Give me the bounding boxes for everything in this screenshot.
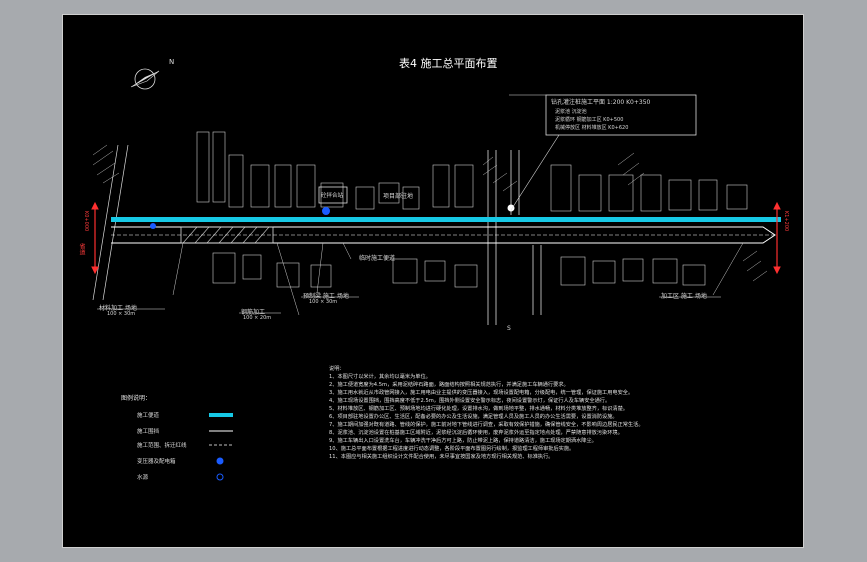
water-source-icon bbox=[150, 223, 156, 229]
callout-line: 泥浆循环 钢筋加工区 K0+500 bbox=[555, 117, 624, 123]
building-blocks bbox=[196, 131, 748, 288]
legend-title: 图例说明： bbox=[121, 395, 152, 402]
legend-samples bbox=[209, 413, 233, 481]
north-arrow-icon bbox=[130, 68, 160, 90]
note-line: 10、施工总平面布置根据工程进度进行动态调整，各阶段平面布置图另行绘制，报监理工… bbox=[329, 446, 575, 452]
south-label: S bbox=[507, 325, 511, 332]
callout-title: 钻孔灌注桩施工平面 1:200 K0+350 bbox=[551, 99, 651, 106]
alignment-boundary bbox=[111, 226, 776, 244]
marker-icon bbox=[507, 204, 515, 212]
yard-mid-size: 100 × 30m bbox=[309, 299, 338, 305]
right-km-label: K1+200 bbox=[783, 211, 789, 232]
callout-line: 泥浆池 沉淀池 bbox=[555, 109, 587, 115]
north-label: N bbox=[169, 58, 175, 66]
legend-item: 施工围挡 bbox=[137, 429, 160, 435]
mixing-station-box bbox=[318, 186, 348, 204]
leader-lines bbox=[172, 242, 744, 316]
note-line: 11、本图应与相关施工组织设计文件配合使用，未尽事宜按国家及地方现行相关规范、标… bbox=[329, 454, 554, 460]
construction-road bbox=[111, 217, 781, 222]
note-line: 8、泥浆池、沉淀池设置在桩基施工区域附近，泥浆经沉淀后循环使用，废弃泥浆外运至指… bbox=[329, 430, 623, 436]
drawing-sheet: 表4 施工总平面布置 N 钻孔灌注桩施工平面 1:200 K0+350 泥浆池 … bbox=[62, 14, 804, 548]
hatched-section bbox=[180, 226, 274, 244]
drawing-title: 表4 施工总平面布置 bbox=[399, 57, 498, 70]
note-line: 7、施工期间加强对既有道路、管线的保护，施工前对地下管线进行调查，采取有效保护措… bbox=[329, 422, 644, 428]
yard-left-label: 材料加工 场地 bbox=[99, 305, 137, 312]
hatched-buildings bbox=[92, 144, 768, 282]
note-line: 4、施工现场设置围挡，围挡高度不低于2.5m，围挡外侧设置安全警示标志，夜间设置… bbox=[329, 398, 611, 404]
callout-box bbox=[545, 94, 697, 136]
legend-item: 施工便道 bbox=[137, 413, 160, 419]
yard-mid-label: 预制梁 施工 场地 bbox=[303, 293, 349, 300]
transformer-icon bbox=[322, 207, 330, 215]
note-line: 2、施工便道宽度为4.5m，采用泥结碎石路面，路面结构按照相关规范执行，并满足施… bbox=[329, 382, 569, 388]
steel-yard-size: 100 × 20m bbox=[243, 315, 272, 321]
legend-item: 变压器及配电箱 bbox=[137, 459, 176, 465]
notes-heading: 说明： bbox=[329, 366, 345, 372]
office-label: 项目部驻地 bbox=[383, 193, 414, 200]
cross-road bbox=[487, 150, 542, 325]
note-line: 5、材料堆放区、钢筋加工区、预制场地均进行硬化处理，设置排水沟，做到场地平整，排… bbox=[329, 406, 628, 412]
note-line: 9、施工车辆出入口设置洗车台，车辆冲洗干净后方可上路，防止带泥上路，保持道路清洁… bbox=[329, 438, 597, 444]
note-line: 1、本图尺寸以米计，其余均以毫米为单位。 bbox=[329, 374, 431, 380]
km-markers bbox=[91, 201, 781, 275]
yard-left-size: 100 × 30m bbox=[107, 311, 136, 317]
notes-block: 说明： 1、本图尺寸以米计，其余均以毫米为单位。 2、施工便道宽度为4.5m，采… bbox=[329, 365, 789, 461]
mixing-station-label: 砼拌合站 bbox=[321, 193, 344, 199]
site-plan-drawing bbox=[91, 68, 781, 481]
left-road bbox=[92, 144, 129, 301]
legend-item: 施工范围、拆迁红线 bbox=[137, 443, 187, 449]
left-road-label: 省道 bbox=[78, 243, 85, 255]
yard-right-label: 加工区 施工 场地 bbox=[661, 293, 707, 300]
note-line: 3、施工用水就近从市政管网接入，施工用电由业主提供的变压器接入，现场设置配电箱，… bbox=[329, 390, 634, 396]
site-mid-label: 临时施工便道 bbox=[359, 255, 396, 262]
legend-item: 水源 bbox=[137, 475, 149, 481]
note-line: 6、项目部驻地设置办公区、生活区，配备必要的办公及生活设施，满足管理人员及施工人… bbox=[329, 414, 618, 420]
callout-line: 机械停放区 材料堆放区 K0+620 bbox=[555, 125, 629, 131]
left-km-label: K0+000 bbox=[83, 211, 89, 232]
steel-yard-label: 钢筋加工 bbox=[241, 309, 266, 316]
